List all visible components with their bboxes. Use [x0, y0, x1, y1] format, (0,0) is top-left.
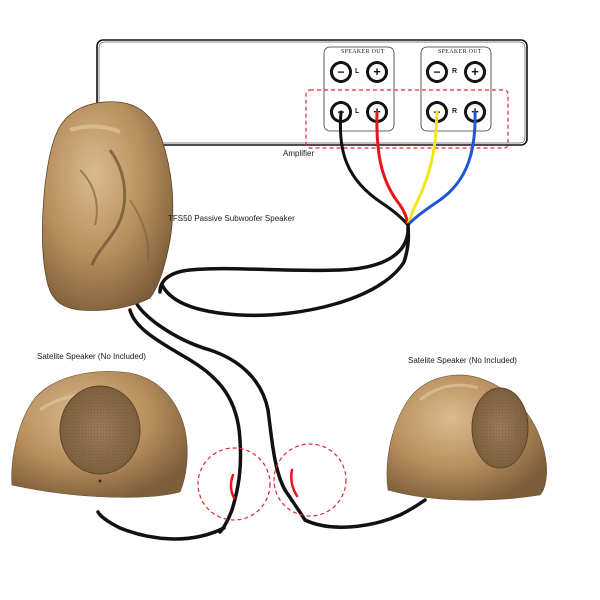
terminal-left-top-pos-symbol: + — [373, 64, 381, 79]
terminal-right-top-pos-face — [467, 64, 483, 80]
terminal-right-top-pos-symbol: + — [471, 64, 479, 79]
splice-highlight-left — [197, 447, 271, 521]
satellite-speaker-right — [386, 374, 547, 501]
terminal-left-top-neg-symbol: − — [337, 65, 344, 79]
subwoofer-speaker — [41, 101, 174, 311]
satellite-left-label: Satelite Speaker (No Included) — [37, 352, 146, 361]
amplifier — [96, 39, 528, 146]
speaker-out-right-title: SPEAKER OUT — [438, 49, 482, 55]
subwoofer-label: TFS50 Passive Subwoofer Speaker — [168, 214, 295, 223]
channel-l-top: L — [355, 68, 360, 75]
terminal-right-top-neg-face — [429, 64, 445, 80]
splice-highlight-right — [273, 443, 347, 517]
speaker-out-left-title: SPEAKER OUT — [341, 49, 385, 55]
amplifier-label: Amplifier — [283, 149, 315, 158]
terminal-highlight-box — [305, 89, 509, 149]
terminal-left-top-pos-face — [369, 64, 385, 80]
terminal-right-top-neg-symbol: − — [433, 65, 440, 79]
satellite-right-label: Satelite Speaker (No Included) — [408, 356, 517, 365]
channel-l-bottom: L — [355, 108, 360, 115]
wires — [96, 110, 477, 541]
channel-r-top: R — [452, 68, 458, 75]
satellite-speaker-left — [11, 371, 188, 498]
channel-r-bottom: R — [452, 108, 458, 115]
terminal-left-top-neg-face — [333, 64, 349, 80]
